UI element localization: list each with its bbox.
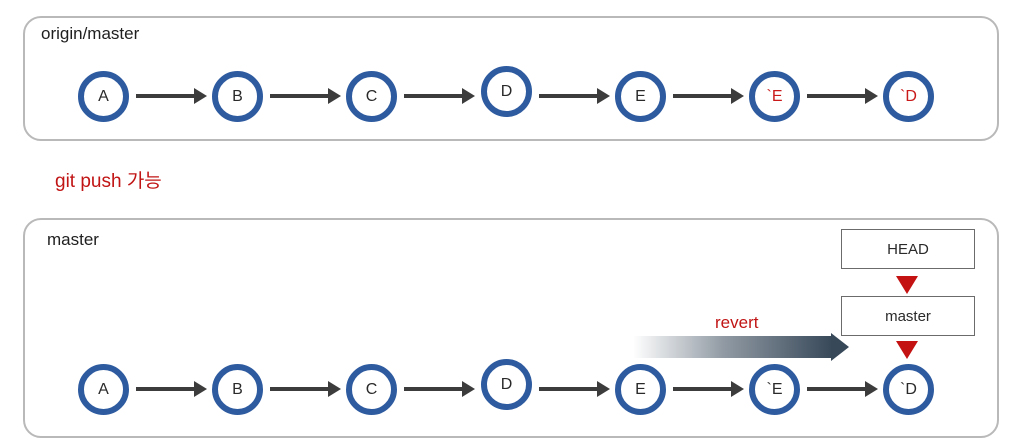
remote-commit-c: C [346, 71, 397, 122]
remote-arrow-4 [539, 88, 610, 104]
remote-commit-d: D [481, 66, 532, 117]
local-commit-a: A [78, 364, 129, 415]
remote-arrow-2 [270, 88, 341, 104]
remote-arrow-1 [136, 88, 207, 104]
local-arrow-3 [404, 381, 475, 397]
local-arrow-1 [136, 381, 207, 397]
remote-commit-b: B [212, 71, 263, 122]
remote-commit-e: E [615, 71, 666, 122]
branch-pointer-box: master [841, 296, 975, 336]
remote-commit-revert-d: `D [883, 71, 934, 122]
branch-to-commit-triangle [896, 341, 918, 359]
remote-arrow-5 [673, 88, 744, 104]
remote-commit-a: A [78, 71, 129, 122]
revert-arrow-head [831, 333, 849, 361]
local-arrow-2 [270, 381, 341, 397]
local-commit-d: D [481, 359, 532, 410]
local-arrow-6 [807, 381, 878, 397]
remote-arrow-3 [404, 88, 475, 104]
local-arrow-4 [539, 381, 610, 397]
head-to-branch-triangle [896, 276, 918, 294]
local-commit-revert-e: `E [749, 364, 800, 415]
local-commit-e: E [615, 364, 666, 415]
head-pointer-box: HEAD [841, 229, 975, 269]
push-possible-note: git push 가능 [55, 171, 162, 192]
remote-panel-title: origin/master [41, 24, 140, 43]
local-commit-b: B [212, 364, 263, 415]
remote-commit-revert-e: `E [749, 71, 800, 122]
remote-arrow-6 [807, 88, 878, 104]
revert-label: revert [715, 313, 759, 332]
revert-arrow [633, 336, 833, 358]
local-panel-title: master [47, 230, 99, 249]
local-commit-revert-d: `D [883, 364, 934, 415]
local-arrow-5 [673, 381, 744, 397]
local-commit-c: C [346, 364, 397, 415]
